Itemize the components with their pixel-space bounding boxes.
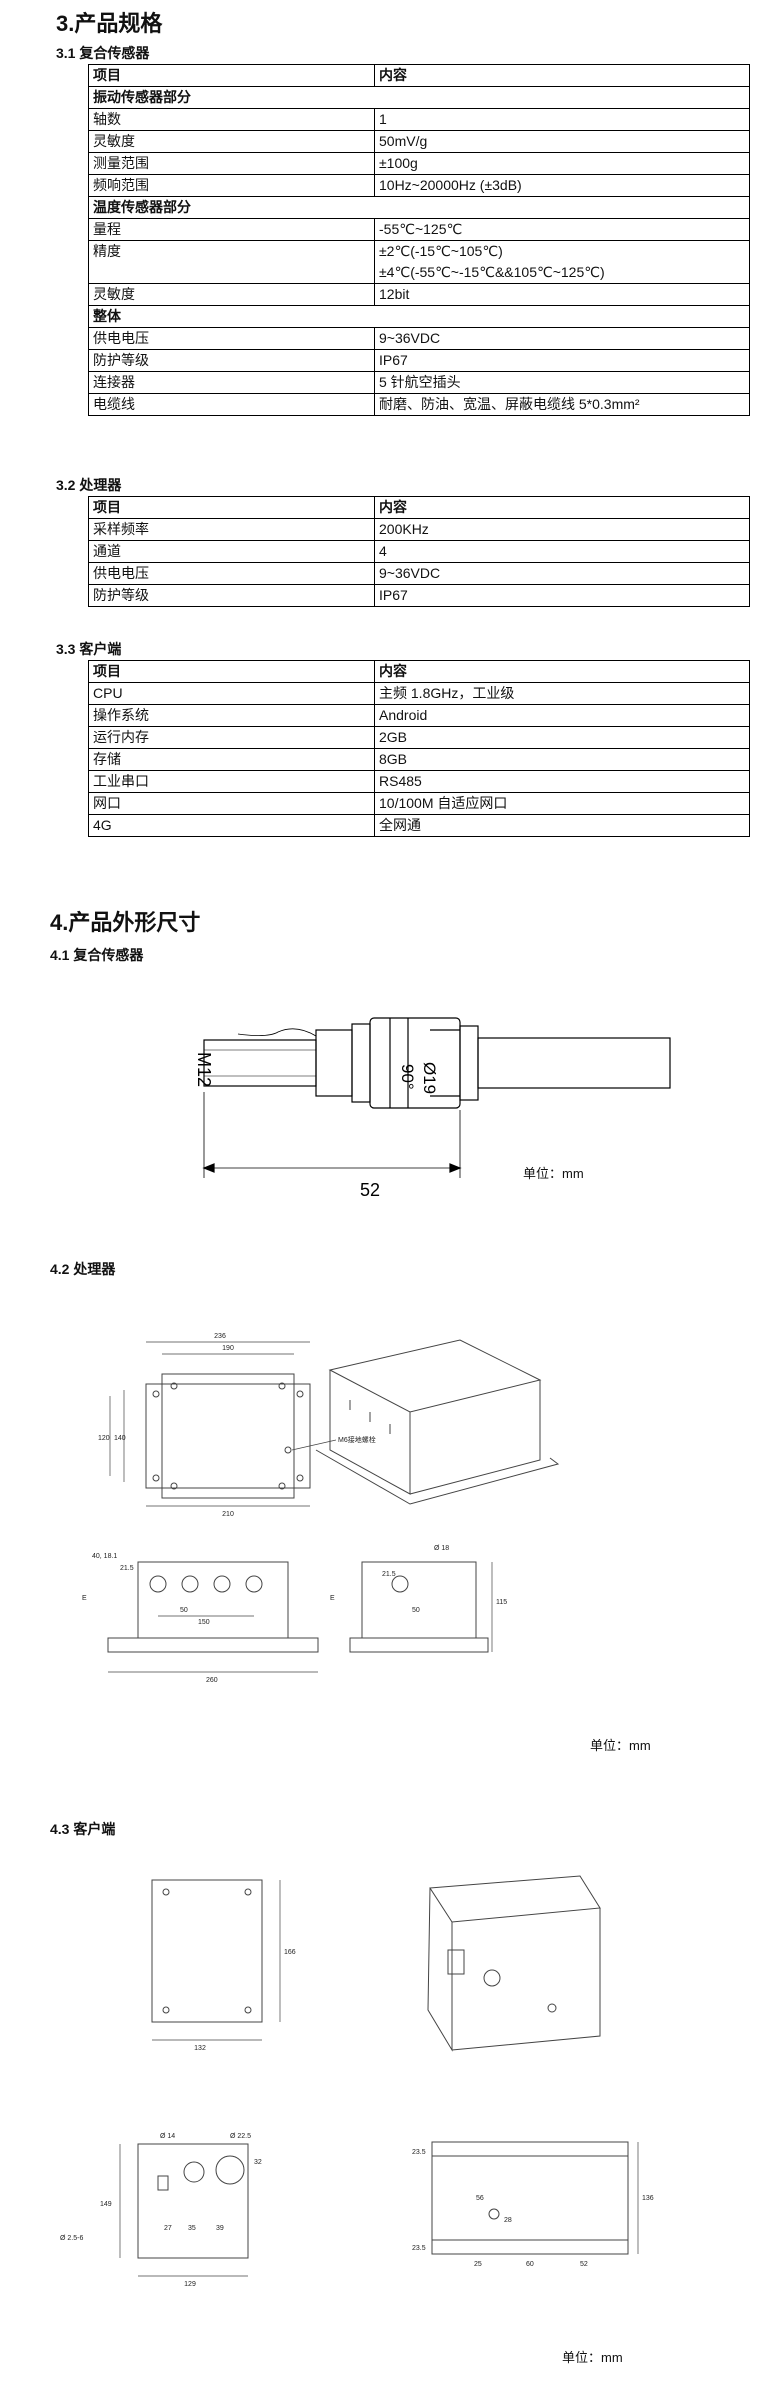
svg-text:E: E bbox=[330, 1595, 335, 1602]
section-3-title: 3.产品规格 bbox=[56, 11, 163, 36]
table-row: 电缆线耐磨、防油、宽温、屏蔽电缆线 5*0.3mm² bbox=[88, 393, 750, 416]
length-label: 52 bbox=[360, 1180, 380, 1200]
table-row: 项目内容 bbox=[88, 496, 750, 519]
m12-label: M12 bbox=[194, 1052, 214, 1087]
svg-text:32: 32 bbox=[254, 2159, 262, 2166]
svg-text:21.5: 21.5 bbox=[120, 1565, 134, 1572]
svg-text:260: 260 bbox=[206, 1677, 218, 1684]
table-row: 量程-55℃~125℃ bbox=[88, 218, 750, 241]
svg-text:E: E bbox=[82, 1595, 87, 1602]
svg-text:Ø 18: Ø 18 bbox=[434, 1545, 449, 1552]
processor-dimension-drawing: 236 190 210 120 140 M6接地螺栓 40, 18.1 21.5… bbox=[82, 1333, 560, 1684]
section-3-1-title: 3.1 复合传感器 bbox=[56, 45, 150, 61]
svg-text:Ø 14: Ø 14 bbox=[160, 2133, 175, 2140]
svg-text:60: 60 bbox=[526, 2261, 534, 2268]
svg-text:23.5: 23.5 bbox=[412, 2149, 426, 2156]
svg-text:56: 56 bbox=[476, 2195, 484, 2202]
svg-text:140: 140 bbox=[114, 1435, 126, 1442]
section-4-1-title: 4.1 复合传感器 bbox=[50, 947, 144, 963]
svg-text:150: 150 bbox=[198, 1619, 210, 1626]
svg-text:25: 25 bbox=[474, 2261, 482, 2268]
table-row: 温度传感器部分 bbox=[88, 196, 750, 219]
svg-text:28: 28 bbox=[504, 2217, 512, 2224]
svg-text:Ø 2.5-6: Ø 2.5-6 bbox=[60, 2235, 83, 2242]
section-4-2-title: 4.2 处理器 bbox=[50, 1261, 116, 1277]
svg-text:136: 136 bbox=[642, 2195, 654, 2202]
svg-text:210: 210 bbox=[222, 1511, 234, 1518]
section-3-3-title: 3.3 客户端 bbox=[56, 641, 122, 657]
svg-text:39: 39 bbox=[216, 2225, 224, 2232]
unit-label-3: 单位：mm bbox=[562, 2350, 623, 2365]
svg-text:132: 132 bbox=[194, 2045, 206, 2052]
svg-text:149: 149 bbox=[100, 2201, 112, 2208]
svg-text:52: 52 bbox=[580, 2261, 588, 2268]
svg-text:40, 18.1: 40, 18.1 bbox=[92, 1553, 117, 1560]
svg-text:190: 190 bbox=[222, 1345, 234, 1352]
section-4-3-title: 4.3 客户端 bbox=[50, 1821, 116, 1837]
angle-label: 90° bbox=[398, 1064, 417, 1090]
table-row: 振动传感器部分 bbox=[88, 86, 750, 109]
table-row: 测量范围±100g bbox=[88, 152, 750, 175]
svg-text:166: 166 bbox=[284, 1949, 296, 1956]
unit-label-2: 单位：mm bbox=[590, 1738, 651, 1753]
svg-text:M6接地螺栓: M6接地螺栓 bbox=[338, 1435, 376, 1444]
section-4-title: 4.产品外形尺寸 bbox=[50, 910, 201, 935]
svg-text:236: 236 bbox=[214, 1333, 226, 1340]
svg-text:23.5: 23.5 bbox=[412, 2245, 426, 2252]
unit-label-1: 单位：mm bbox=[523, 1166, 584, 1181]
svg-text:50: 50 bbox=[412, 1607, 420, 1614]
svg-text:50: 50 bbox=[180, 1607, 188, 1614]
svg-text:115: 115 bbox=[496, 1599, 507, 1606]
svg-text:129: 129 bbox=[184, 2281, 196, 2288]
svg-text:120: 120 bbox=[98, 1435, 110, 1442]
section-3-2-title: 3.2 处理器 bbox=[56, 477, 122, 493]
sensor-dimension-drawing: M12 90° Ø19 52 bbox=[194, 1017, 671, 1200]
svg-text:Ø 22.5: Ø 22.5 bbox=[230, 2133, 251, 2140]
table-row: 精度 ±2℃(-15℃~105℃)±4℃(-55℃~-15℃&&105℃~125… bbox=[88, 240, 750, 284]
table-row: 整体 bbox=[88, 305, 750, 328]
table-row: 项目内容 bbox=[88, 660, 750, 683]
diameter-label: Ø19 bbox=[420, 1062, 439, 1094]
svg-text:21.5: 21.5 bbox=[382, 1571, 396, 1578]
client-dimension-drawing: 132 166 Ø 14 Ø 22.5 32 149 Ø 2.5-6 27 35… bbox=[60, 1875, 654, 2288]
svg-text:27: 27 bbox=[164, 2225, 172, 2232]
svg-text:35: 35 bbox=[188, 2225, 196, 2232]
table-row: 项目内容 bbox=[88, 64, 750, 87]
